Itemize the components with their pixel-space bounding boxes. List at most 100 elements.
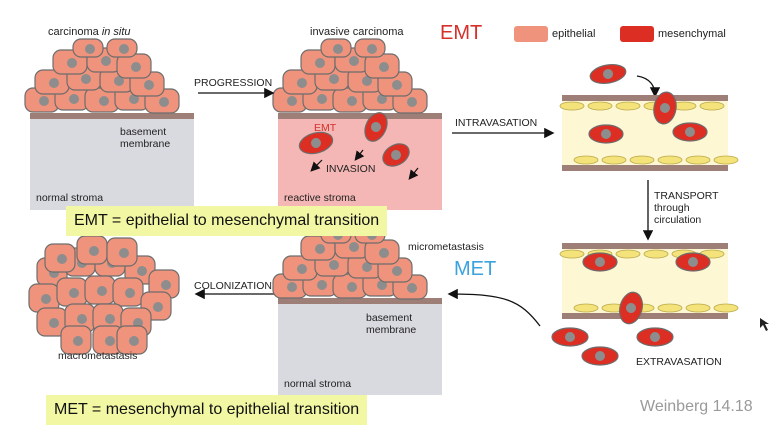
cell-nucleus [377,94,387,104]
cell-nucleus [287,282,297,292]
mesenchymal-cell [382,143,410,167]
legend-epithelial-swatch [514,26,548,42]
mesenchymal-cell [636,327,674,347]
cell-nucleus [85,44,95,54]
cell-nucleus [137,266,147,276]
basement-membrane-2 [278,113,442,119]
cell-nucleus [89,246,99,256]
cell-nucleus [49,318,59,328]
cell-nucleus [105,336,115,346]
cell-nucleus [349,56,359,66]
transport-label: TRANSPORT through circulation [654,190,719,227]
cell-nucleus [329,260,339,270]
normal-stroma-2 [278,303,442,395]
cell-nucleus [105,314,115,324]
cell-nucleus [315,58,325,68]
basement-membrane-1 [30,113,194,119]
mouse-cursor-icon [760,318,769,331]
legend-mesenchymal-swatch [620,26,654,42]
macrometastasis-cluster [28,235,180,355]
cell-nucleus [77,314,87,324]
cell-nucleus [407,283,417,293]
extravasation-to-colonization-arrow [447,288,541,327]
cell-nucleus [347,96,357,106]
intravasation-label: INTRAVASATION [455,117,538,129]
panel-carcinoma-in-situ [24,38,194,210]
normal-stroma-label-1: normal stroma [36,192,104,204]
progression-label: PROGRESSION [194,77,273,89]
cell-nucleus [379,62,389,72]
cell-nucleus [153,302,163,312]
cell-nucleus [119,44,129,54]
met-definition-box: MET = mesenchymal to epithelial transiti… [46,395,368,425]
macrometastasis-label: macrometastasis [58,350,138,362]
met-title: MET [454,258,497,280]
cell-nucleus [329,74,339,84]
extravasation-label: EXTRAVASATION [636,356,722,368]
reactive-stroma-label: reactive stroma [284,192,356,204]
invasive-carcinoma-label: invasive carcinoma [310,26,404,38]
cell-nucleus [407,97,417,107]
citation: Weinberg 14.18 [640,398,753,415]
cell-nucleus [114,76,124,86]
mesenchymal-cell [675,252,711,272]
mesenchymal-cell [588,124,624,144]
cell-nucleus [159,97,169,107]
blood-vessel-bottom [551,243,739,366]
entry-arrow [636,75,661,98]
basement-membrane-label-2: basement membrane [366,312,417,337]
mesenchymal-cell [582,252,618,272]
cell-nucleus [392,80,402,90]
cell-nucleus [317,94,327,104]
cell-nucleus [287,96,297,106]
cell-nucleus [131,62,141,72]
cell-nucleus [125,288,135,298]
cell-nucleus [347,282,357,292]
cell-nucleus [67,58,77,68]
mesenchymal-cell [618,291,644,325]
mesenchymal-cell [551,327,589,347]
emt-small-label: EMT [314,122,337,134]
blood-vessel-top [559,64,739,171]
cell-nucleus [392,266,402,276]
cell-nucleus [297,264,307,274]
cell-nucleus [81,74,91,84]
mesenchymal-cell [364,112,388,142]
mesenchymal-cell [589,64,627,84]
epithelial-cell-cluster-3 [272,224,428,300]
colonization-label: COLONIZATION [194,280,272,292]
cell-nucleus [317,280,327,290]
carcinoma-in-situ-label: carcinoma in situ [48,26,131,38]
cell-nucleus [362,262,372,272]
normal-stroma-1 [30,118,194,210]
normal-stroma-label-2: normal stroma [284,378,352,390]
basement-membrane-3 [278,298,442,304]
cell-nucleus [315,244,325,254]
reactive-stroma [278,118,442,210]
panel-invasive-carcinoma [272,38,442,210]
micrometastasis-label: micrometastasis [408,241,484,253]
basement-membrane-label-1: basement membrane [120,126,171,151]
mesenchymal-cell [672,122,708,142]
cell-nucleus [73,336,83,346]
cell-nucleus [362,76,372,86]
cell-nucleus [367,44,377,54]
cell-nucleus [57,254,67,264]
panel-micrometastasis [272,224,442,395]
cell-nucleus [101,56,111,66]
emt-definition-box: EMT = epithelial to mesenchymal transiti… [66,206,388,236]
mesenchymal-cell [653,91,677,125]
cell-nucleus [129,94,139,104]
legend-mesenchymal-label: mesenchymal [658,28,726,40]
cell-nucleus [379,248,389,258]
invading-mesenchymal-cells [298,112,410,167]
cell-nucleus [349,242,359,252]
cell-nucleus [49,78,59,88]
cell-nucleus [41,294,51,304]
cell-nucleus [119,248,129,258]
mesenchymal-cell [581,346,619,366]
cell-nucleus [333,44,343,54]
cell-nucleus [144,80,154,90]
cell-nucleus [377,280,387,290]
